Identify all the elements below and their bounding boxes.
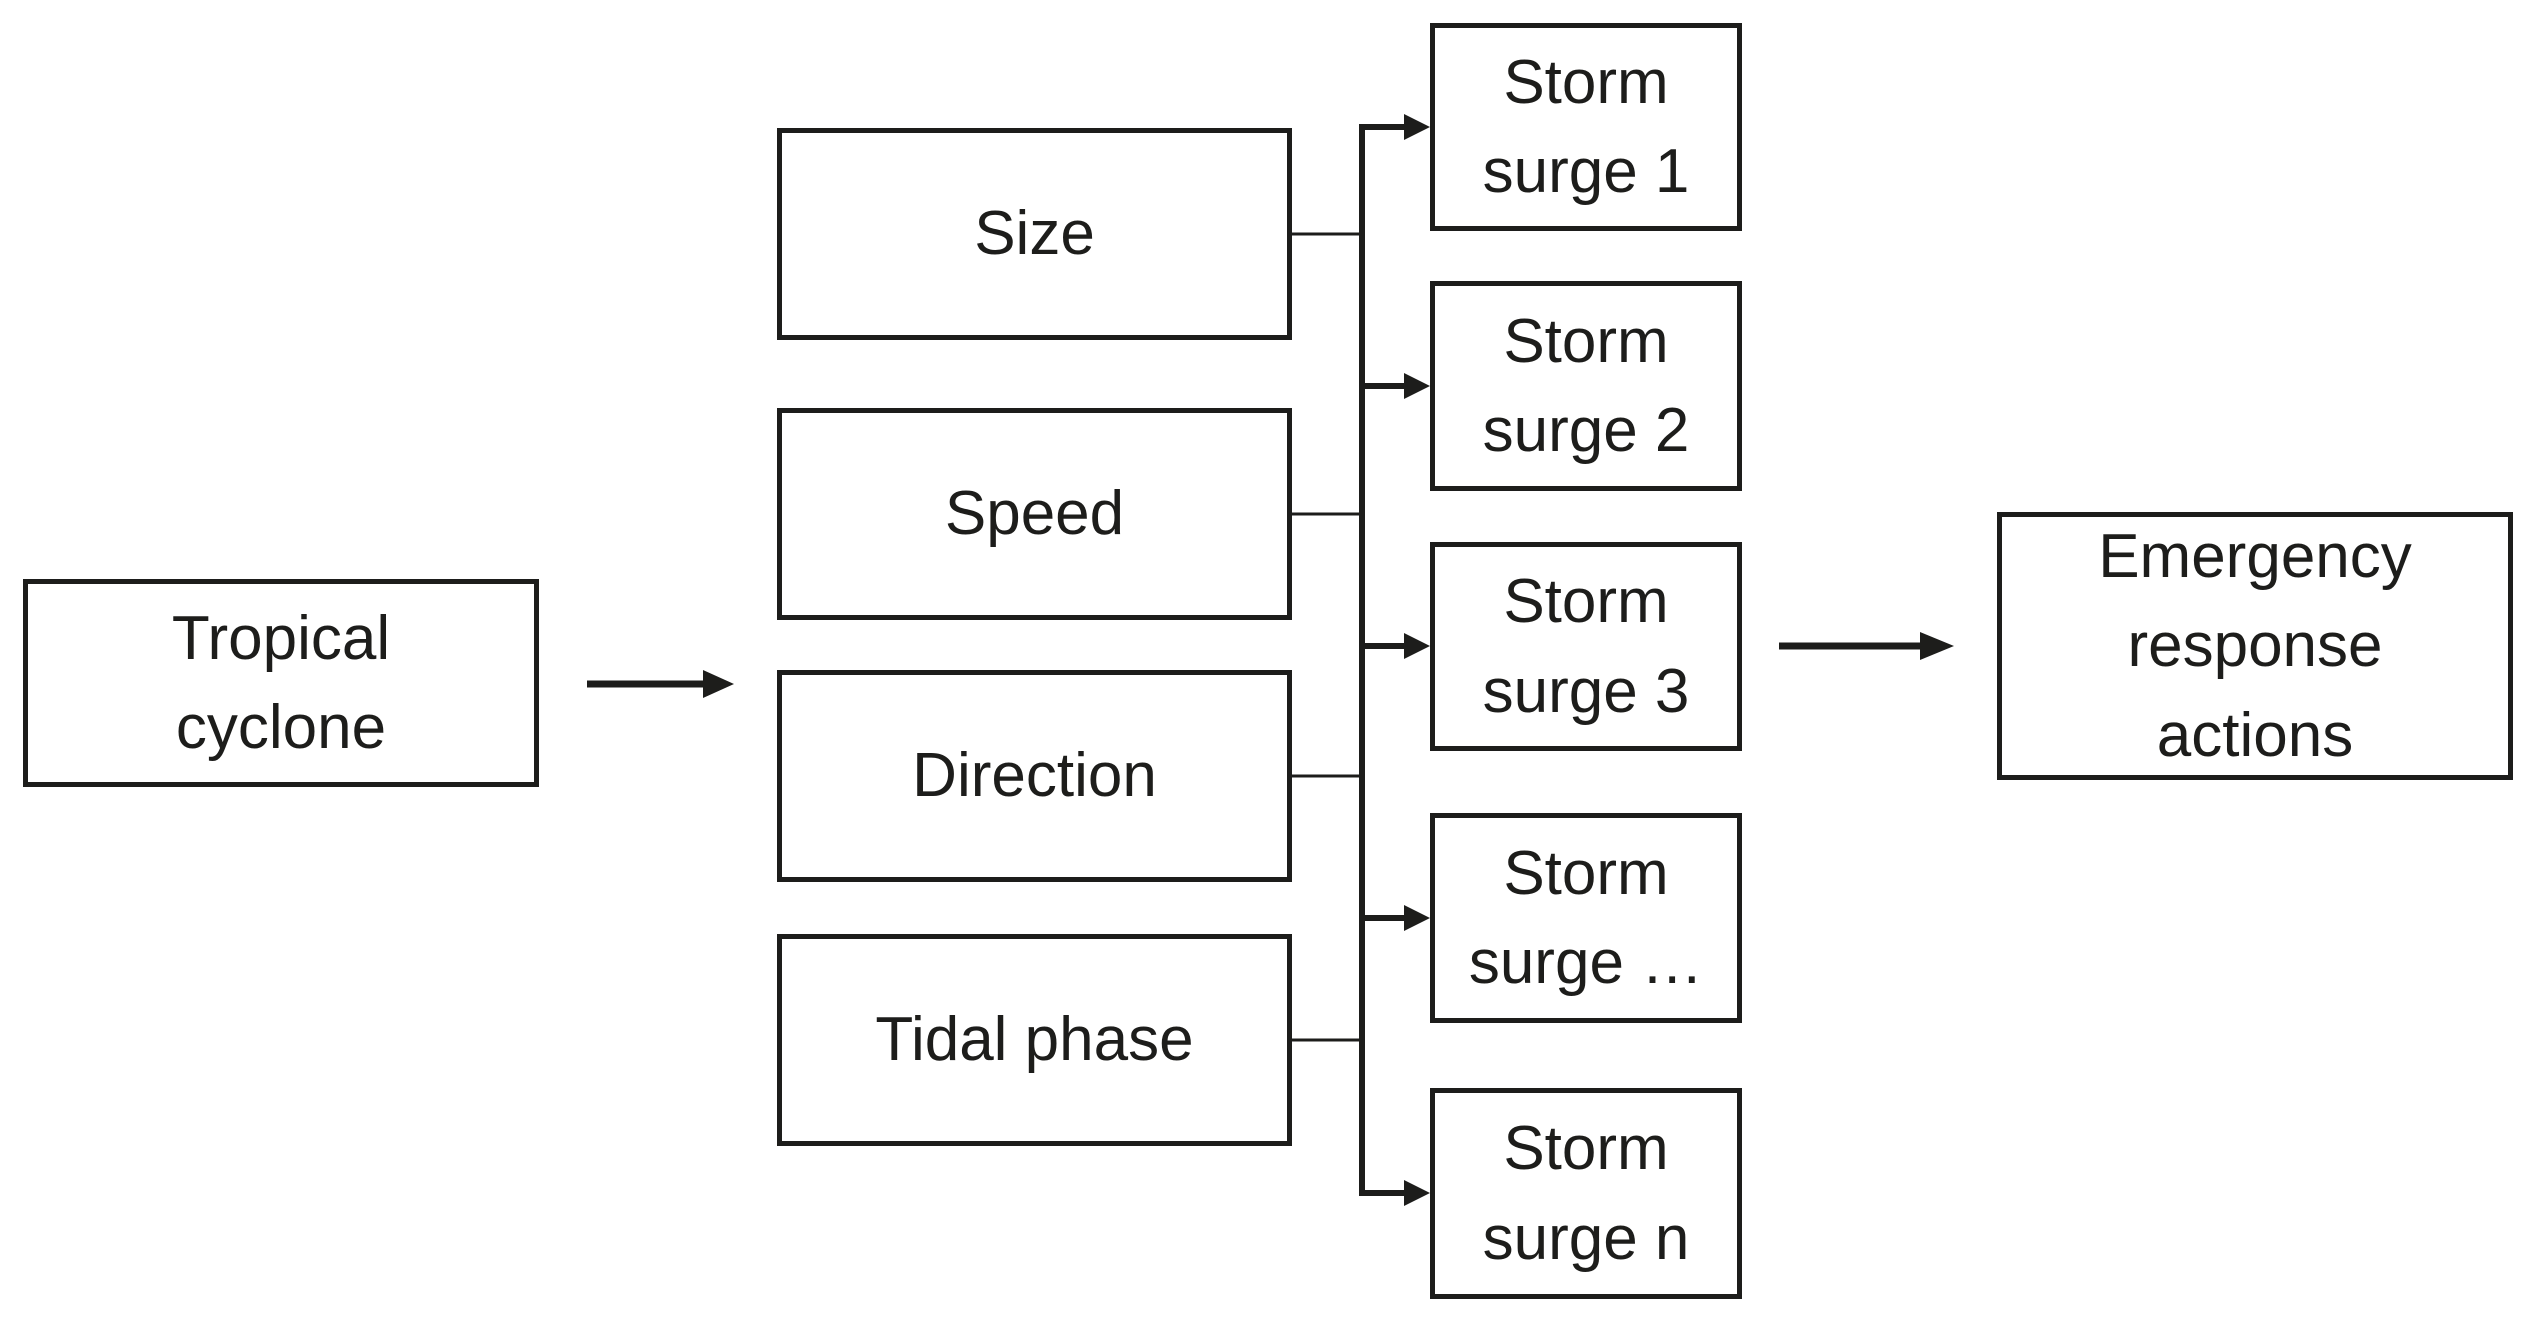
node-size: Size (777, 128, 1292, 340)
arrowhead-icon (1404, 905, 1430, 931)
node-storm-surge-1: Storm surge 1 (1430, 23, 1742, 231)
arrow-bus-to-storm-surge-2 (1359, 373, 1430, 399)
arrow-bus-to-storm-surge-n (1359, 1180, 1430, 1206)
arrow-tropical-to-factors (587, 670, 734, 698)
node-label: Size (974, 199, 1095, 269)
node-tidal-phase: Tidal phase (777, 934, 1292, 1146)
arrowhead-icon (1920, 632, 1954, 660)
arrow-bus-to-storm-surge-1 (1359, 114, 1430, 140)
node-label: Storm surge 2 (1482, 306, 1690, 465)
node-direction: Direction (777, 670, 1292, 882)
arrowhead-icon (1404, 114, 1430, 140)
arrow-bus-to-storm-surge-dots (1359, 905, 1430, 931)
node-label: Storm surge n (1482, 1114, 1690, 1273)
node-emergency-response-actions: Emergency response actions (1997, 512, 2513, 780)
node-label: Tidal phase (875, 1005, 1194, 1075)
node-storm-surge-2: Storm surge 2 (1430, 281, 1742, 491)
node-label: Storm surge 1 (1482, 47, 1690, 206)
arrow-bus-to-storm-surge-3 (1359, 633, 1430, 659)
arrowhead-icon (1404, 633, 1430, 659)
arrow-surges-to-emergency (1779, 632, 1954, 660)
node-label: Speed (944, 479, 1125, 549)
node-storm-surge-3: Storm surge 3 (1430, 542, 1742, 751)
arrowhead-icon (1404, 1180, 1430, 1206)
node-label: Direction (912, 741, 1157, 811)
node-label: Storm surge 3 (1482, 567, 1690, 726)
arrowhead-icon (703, 670, 734, 698)
arrowhead-icon (1404, 373, 1430, 399)
node-speed: Speed (777, 408, 1292, 620)
node-storm-surge-n: Storm surge n (1430, 1088, 1742, 1299)
node-label: Storm surge … (1468, 838, 1704, 997)
node-label: Emergency response actions (2098, 522, 2412, 770)
node-label: Tropical cyclone (171, 603, 391, 762)
node-tropical-cyclone: Tropical cyclone (23, 579, 539, 787)
node-storm-surge-dots: Storm surge … (1430, 813, 1742, 1023)
